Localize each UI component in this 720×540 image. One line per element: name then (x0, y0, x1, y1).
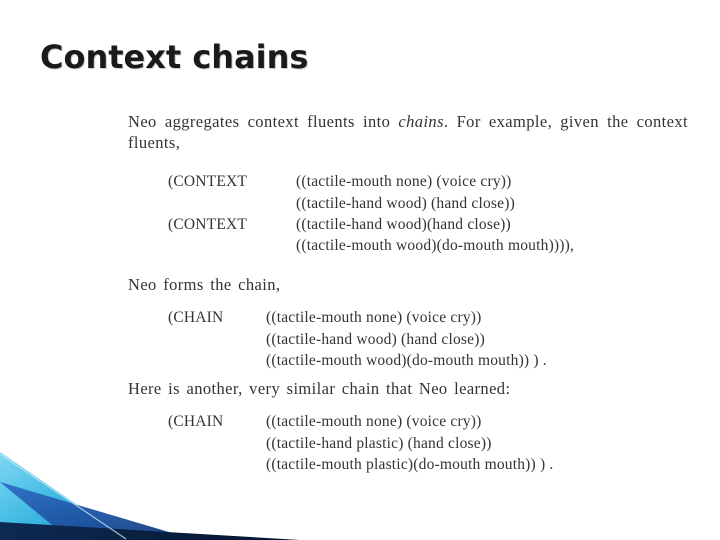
listing-row: (CONTEXT ((tactile-hand wood)(hand close… (168, 214, 688, 235)
listing-value: ((tactile-hand wood) (hand close)) (296, 194, 515, 212)
listing-value: ((tactile-mouth none) (voice cry)) (266, 309, 482, 327)
intro-paragraph-2: Neo forms the chain, (128, 274, 281, 294)
listing-value: ((tactile-mouth none) (voice cry)) (296, 173, 512, 191)
intro-paragraph-3: Here is another, very similar chain that… (128, 378, 511, 398)
listing-row: (CHAIN ((tactile-mouth none) (voice cry)… (168, 411, 688, 432)
slide-body: Neo aggregates context fluents into chai… (128, 112, 688, 475)
intro-paragraph-1-italic: chains (398, 112, 444, 131)
listing-row: ((tactile-hand wood) (hand close)) (168, 193, 688, 214)
listing-value: ((tactile-mouth wood)(do-mouth mouth)) )… (266, 352, 547, 370)
chain-listing-1: (CHAIN ((tactile-mouth none) (voice cry)… (168, 307, 688, 371)
listing-row: ((tactile-hand wood) (hand close)) (168, 329, 688, 350)
listing-row: (CHAIN ((tactile-mouth none) (voice cry)… (168, 307, 688, 328)
listing-value: ((tactile-mouth wood)(do-mouth mouth))))… (296, 237, 575, 255)
listing-value: ((tactile-hand wood)(hand close)) (296, 216, 511, 233)
listing-row: ((tactile-mouth wood)(do-mouth mouth)) )… (168, 350, 688, 371)
intro-paragraph-1: Neo aggregates context fluents into chai… (128, 112, 688, 153)
decoration-wedge-navy (0, 522, 300, 540)
intro-paragraph-1-part2: . For example, given the context fluents… (128, 112, 688, 152)
listing-row: ((tactile-mouth wood)(do-mouth mouth))))… (168, 235, 688, 256)
spacer (128, 257, 688, 275)
spacer (128, 295, 688, 307)
spacer (128, 153, 688, 171)
listing-value: ((tactile-hand plastic) (hand close)) (266, 434, 492, 452)
page-title: Context chains (40, 38, 309, 76)
spacer (128, 372, 688, 379)
listing-value: ((tactile-hand wood) (hand close)) (266, 330, 485, 348)
listing-key: (CONTEXT (168, 173, 248, 191)
context-listing: (CONTEXT ((tactile-mouth none) (voice cr… (168, 171, 688, 257)
listing-row: ((tactile-mouth plastic)(do-mouth mouth)… (168, 454, 688, 475)
chain-listing-2: (CHAIN ((tactile-mouth none) (voice cry)… (168, 411, 688, 475)
listing-key: (CONTEXT (168, 216, 248, 233)
decoration-wedge-blue (0, 482, 196, 540)
listing-value: ((tactile-mouth none) (voice cry)) (266, 413, 482, 431)
intro-paragraph-1-part1: Neo aggregates context fluents into (128, 112, 399, 131)
decoration-wedge-cyan (0, 452, 128, 540)
listing-row: (CONTEXT ((tactile-mouth none) (voice cr… (168, 171, 688, 192)
listing-key: (CHAIN (168, 413, 224, 431)
listing-key: (CHAIN (168, 309, 224, 327)
listing-row: ((tactile-hand plastic) (hand close)) (168, 433, 688, 454)
listing-value: ((tactile-mouth plastic)(do-mouth mouth)… (266, 455, 554, 473)
spacer (128, 399, 688, 411)
decoration-highlight-line (0, 453, 127, 540)
